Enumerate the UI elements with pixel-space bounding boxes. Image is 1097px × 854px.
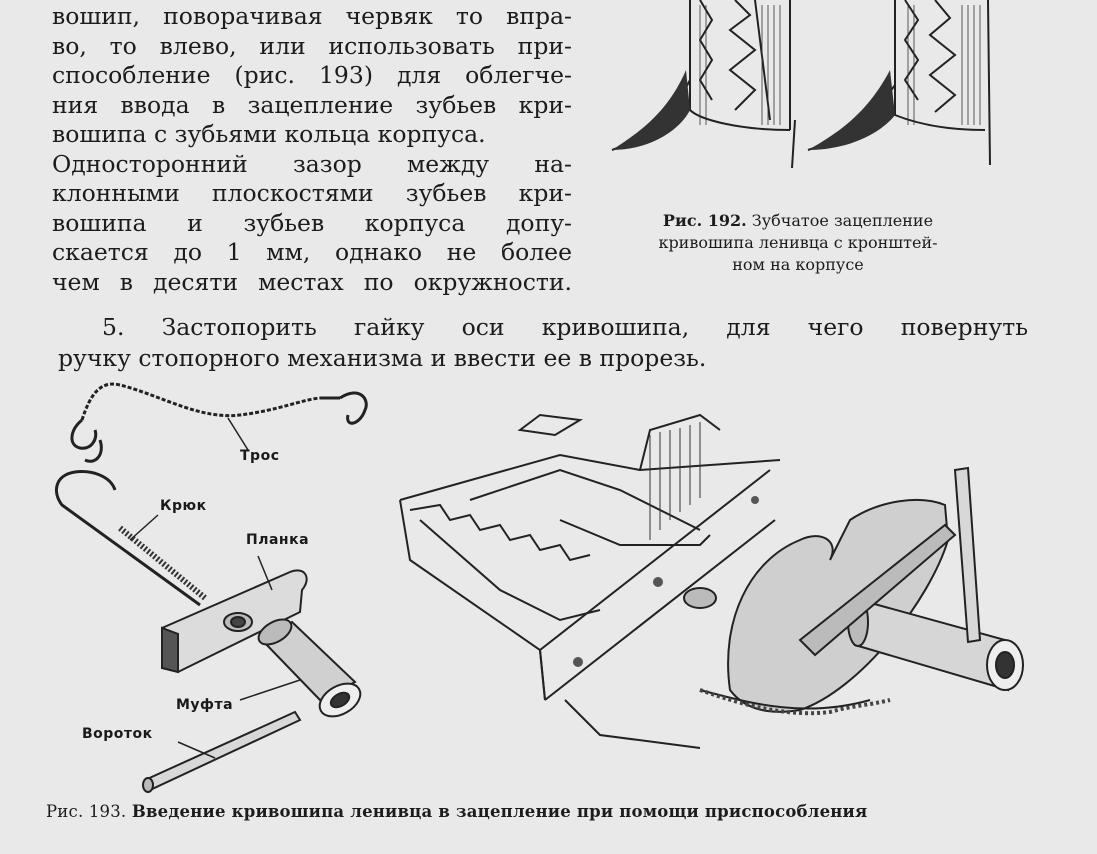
label-planka: Планка bbox=[246, 532, 310, 548]
body-line: скается до 1 мм, однако не более bbox=[52, 238, 572, 266]
body-line: клонными плоскостями зубьев кри- bbox=[52, 179, 572, 207]
body-paragraph: вошип, поворачивая червяк то впра- во, т… bbox=[52, 2, 572, 297]
body-line: способление (рис. 193) для облегче- bbox=[52, 61, 572, 89]
label-mufta: Муфта bbox=[176, 697, 234, 713]
body-line: вошипа и зубьев корпуса допу- bbox=[52, 208, 572, 237]
item-5-paragraph: 5. Застопорить гайку оси кривошипа, для … bbox=[58, 312, 1028, 374]
fig192-caption-line: кривошипа ленивца с кронштей- bbox=[658, 233, 938, 252]
item5-line: ручку стопорного механизма и ввести ее в… bbox=[58, 344, 707, 372]
body-line: чем в десяти местах по окружности. bbox=[52, 267, 572, 296]
fig193-number: Рис. 193. bbox=[46, 802, 127, 821]
body-line: вошип, поворачивая червяк то впра- bbox=[52, 2, 572, 30]
body-line: Односторонний зазор между на- bbox=[52, 149, 572, 178]
body-line: ния ввода в зацепление зубьев кри- bbox=[52, 90, 572, 119]
label-vorotok: Вороток bbox=[82, 726, 153, 742]
label-kryuk: Крюк bbox=[160, 498, 207, 514]
body-line: во, то влево, или использовать при- bbox=[52, 31, 572, 60]
fig193-caption: Рис. 193. Введение кривошипа ленивца в з… bbox=[46, 802, 1006, 821]
body-line: вошипа с зубьями кольца корпуса. bbox=[52, 120, 486, 148]
fig193-caption-text: Введение кривошипа ленивца в зацепление … bbox=[131, 802, 868, 821]
fig192-number: Рис. 192. bbox=[662, 211, 747, 230]
item5-line: 5. Застопорить гайку оси кривошипа, для … bbox=[102, 313, 1028, 341]
fig192-caption-line: Зубчатое зацепление bbox=[751, 211, 934, 230]
label-tros: Трос bbox=[240, 448, 280, 464]
fig192-caption: Рис. 192. Зубчатое зацепление кривошипа … bbox=[606, 210, 990, 276]
fig192-caption-line: ном на корпусе bbox=[732, 255, 864, 274]
cable-drawing bbox=[70, 382, 368, 463]
